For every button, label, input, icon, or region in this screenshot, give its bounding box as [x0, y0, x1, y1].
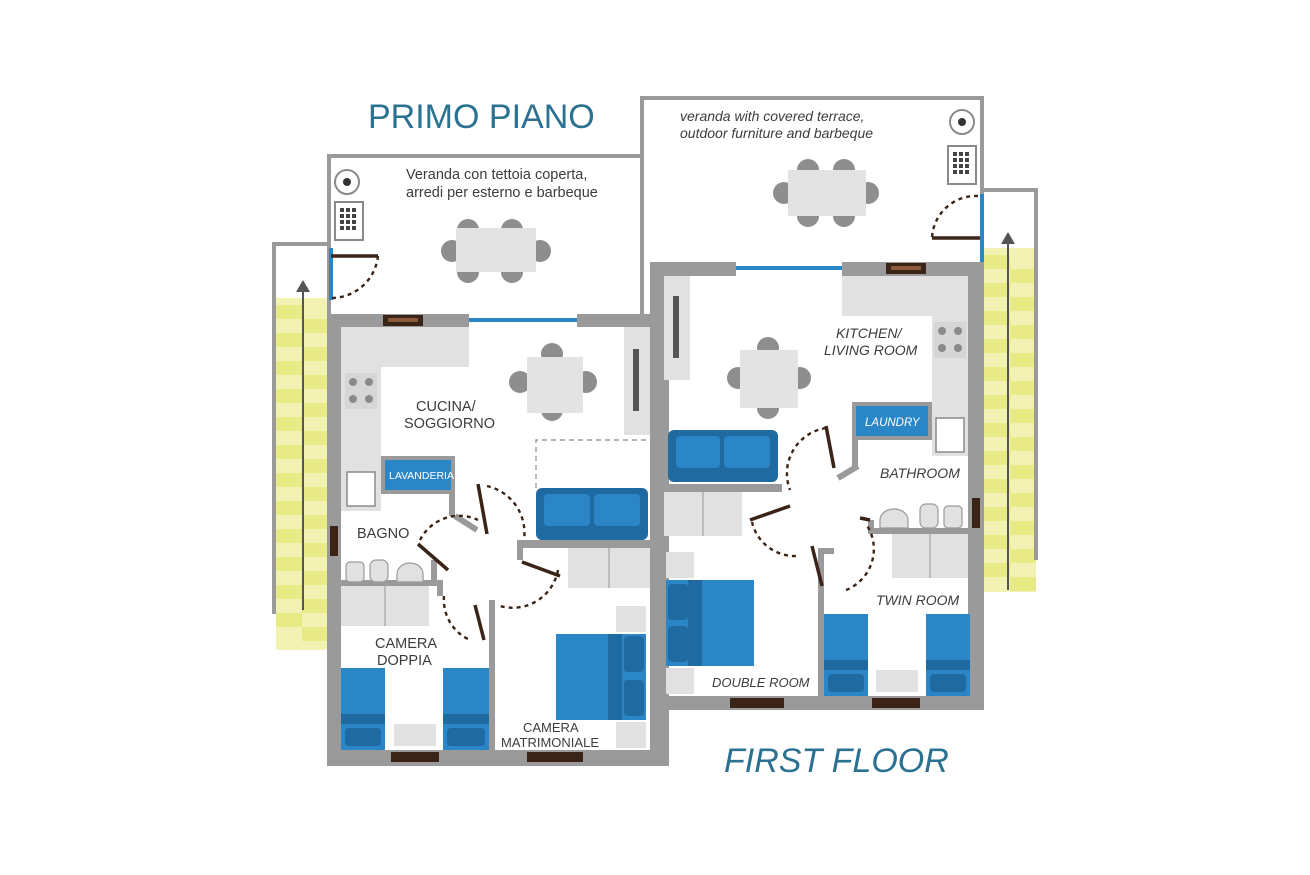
right-laundry-label: LAUNDRY: [865, 417, 921, 429]
left-stairs: [272, 242, 330, 650]
left-veranda-label-1: Veranda con tettoia coperta,: [406, 167, 587, 183]
left-apartment: CUCINA/ SOGGIORNO LAVANDERIA BAGNO: [327, 314, 669, 766]
right-bathroom-label: BATHROOM: [880, 465, 960, 481]
right-twin-label: TWIN ROOM: [876, 592, 960, 608]
heading-first-floor: FIRST FLOOR: [724, 742, 949, 780]
left-kitchen-label-1: CUCINA/: [416, 399, 477, 415]
left-double-label-1: CAMERA: [523, 720, 579, 735]
right-apartment: KITCHEN/ LIVING ROOM LAUNDRY BATHROOM: [650, 262, 984, 710]
right-stairs: [980, 188, 1038, 592]
up-arrow-icon: [296, 280, 310, 292]
up-arrow-icon: [1001, 232, 1015, 244]
left-laundry-label: LAVANDERIA: [389, 470, 454, 482]
right-veranda-label-1: veranda with covered terrace,: [680, 108, 864, 124]
right-kitchen-label-2: LIVING ROOM: [824, 342, 918, 358]
right-double-label: DOUBLE ROOM: [712, 675, 810, 690]
right-veranda-label-2: outdoor furniture and barbeque: [680, 125, 873, 141]
left-kitchen-label-2: SOGGIORNO: [404, 416, 495, 432]
left-twin-label-1: CAMERA: [375, 636, 437, 652]
heading-primo-piano: PRIMO PIANO: [368, 98, 595, 136]
right-kitchen-label-1: KITCHEN/: [836, 325, 903, 341]
right-veranda: veranda with covered terrace, outdoor fu…: [640, 96, 984, 264]
left-bathroom-label: BAGNO: [357, 526, 409, 542]
left-double-label-2: MATRIMONIALE: [501, 735, 599, 750]
left-twin-label-2: DOPPIA: [377, 653, 432, 669]
left-veranda-label-2: arredi per esterno e barbeque: [406, 185, 598, 201]
left-veranda: Veranda con tettoia coperta, arredi per …: [327, 154, 644, 316]
